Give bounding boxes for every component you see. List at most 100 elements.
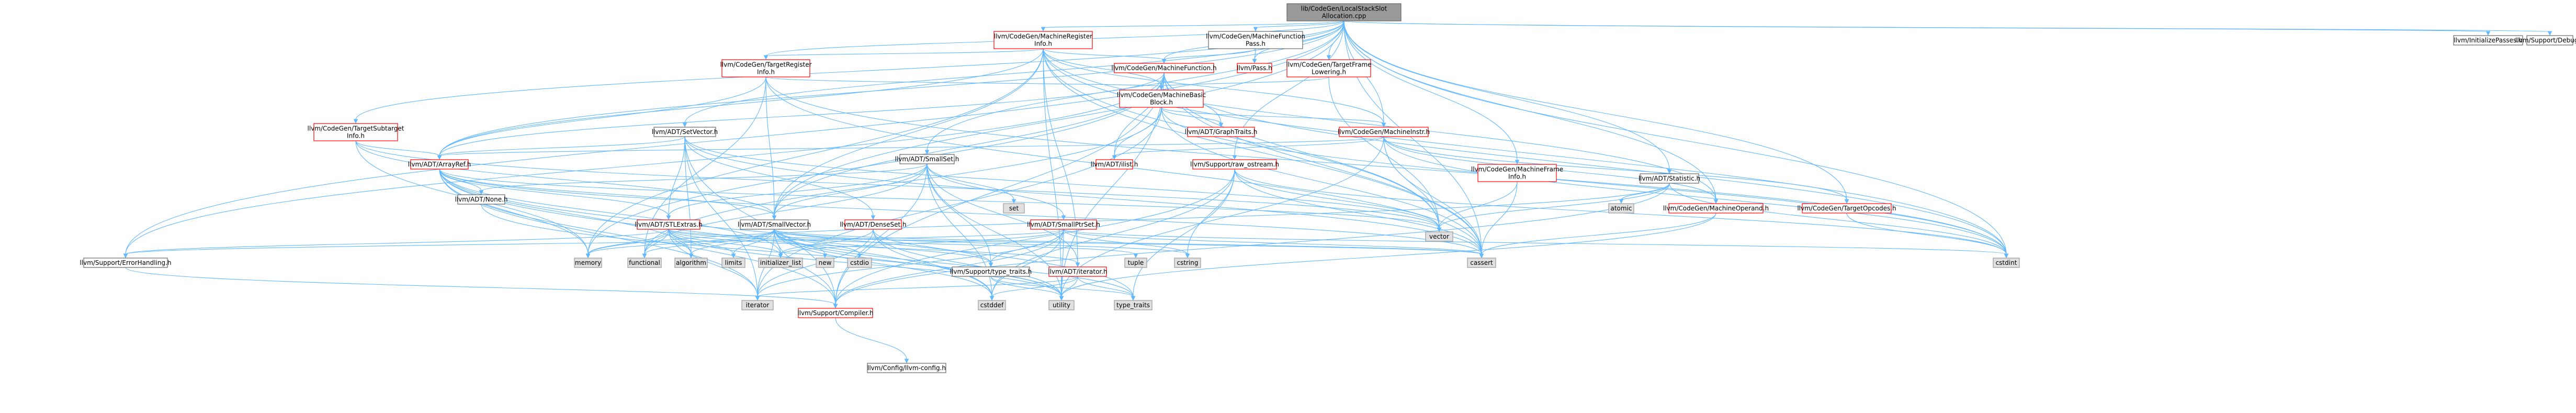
- node-init[interactable]: llvm/InitializePasses.h: [2453, 35, 2523, 46]
- edge-ar-to-vector: [439, 169, 1442, 232]
- node-cstdint: cstdint: [1993, 258, 2020, 268]
- node-sv[interactable]: llvm/ADT/SmallVector.h: [738, 219, 811, 230]
- edge-line: [644, 163, 928, 255]
- edge-line: [644, 229, 669, 255]
- edge-arrowhead: [763, 55, 769, 60]
- edge-line: [774, 229, 860, 255]
- edge-line: [757, 229, 1064, 297]
- node-mi[interactable]: llvm/CodeGen/MachineInstr.h: [1338, 127, 1430, 137]
- node-eh[interactable]: llvm/Support/ErrorHandling.h: [80, 258, 172, 268]
- node-mf[interactable]: llvm/CodeGen/MachineFunction.h: [1111, 63, 1217, 73]
- node-label: llvm/ADT/SmallPtrSet.h: [1027, 221, 1100, 228]
- node-utility: utility: [1048, 300, 1075, 310]
- edge-line: [835, 169, 1235, 305]
- node-box: [313, 123, 398, 141]
- node-label: llvm/ADT/iterator.h: [1048, 268, 1107, 275]
- edge-arrowhead: [123, 253, 128, 259]
- edge-titer-to-typetraits: [1077, 276, 1136, 301]
- edge-tri-to-ar: [437, 76, 766, 160]
- node-stle[interactable]: llvm/ADT/STLExtras.h: [635, 219, 703, 230]
- node-box: [978, 300, 1006, 310]
- node-tt[interactable]: llvm/Support/type_traits.h: [950, 266, 1032, 277]
- node-dbg[interactable]: llvm/Support/Debug.h: [2515, 35, 2576, 46]
- node-label: Info.h: [1034, 40, 1052, 48]
- edge-line: [1161, 107, 1482, 255]
- edge-arrowhead: [1185, 253, 1190, 259]
- node-cstdio: cstdio: [847, 258, 872, 268]
- edge-sv-to-memory: [585, 229, 775, 259]
- node-label: llvm/ADT/SmallVector.h: [738, 221, 811, 228]
- edge-ss-to-none: [479, 163, 928, 195]
- node-ss[interactable]: llvm/ADT/SmallSet.h: [895, 154, 959, 164]
- edge-arrowhead: [2547, 31, 2552, 36]
- edge-line: [1343, 20, 1847, 200]
- node-box: [2453, 35, 2523, 46]
- edge-arrowhead: [1061, 215, 1066, 220]
- edge-line: [668, 229, 781, 255]
- edge-tsi-to-ar: [355, 140, 442, 160]
- node-ilist[interactable]: llvm/ADT/ilist.h: [1091, 159, 1138, 170]
- edge-line: [1439, 181, 1518, 229]
- node-box: [1192, 159, 1277, 170]
- node-ds[interactable]: llvm/ADT/DenseSet.h: [840, 219, 907, 230]
- node-label: tuple: [1128, 259, 1144, 266]
- edge-arrowhead: [642, 253, 647, 259]
- node-setv[interactable]: llvm/ADT/SetVector.h: [652, 127, 718, 137]
- edge-line: [439, 76, 766, 157]
- edge-sv-to-limits: [731, 229, 775, 259]
- node-cstring: cstring: [1174, 258, 1201, 268]
- edge-line: [780, 229, 874, 255]
- edge-eh-to-comp: [125, 267, 838, 309]
- node-ar[interactable]: llvm/ADT/ArrayRef.h: [408, 159, 471, 170]
- node-box: [721, 59, 810, 77]
- edge-arrowhead: [1112, 155, 1117, 160]
- edge-line: [439, 169, 1440, 229]
- edge-arrowhead: [1232, 155, 1237, 160]
- node-gt[interactable]: llvm/ADT/GraphTraits.h: [1185, 127, 1258, 137]
- node-top[interactable]: llvm/CodeGen/TargetOpcodes.h: [1797, 203, 1896, 214]
- edge-arrowhead: [857, 253, 862, 259]
- edge-arrowhead: [755, 296, 760, 301]
- node-mo[interactable]: llvm/CodeGen/MachineOperand.h: [1663, 203, 1769, 214]
- node-comp[interactable]: llvm/Support/Compiler.h: [797, 308, 874, 318]
- edge-arrowhead: [1667, 169, 1672, 174]
- edge-mbb-to-gt: [1161, 107, 1224, 128]
- node-pass[interactable]: llvm/Pass.h: [1237, 63, 1272, 73]
- node-titer[interactable]: llvm/ADT/iterator.h: [1048, 266, 1108, 277]
- node-limits: limits: [721, 258, 745, 268]
- node-stat[interactable]: llvm/ADT/Statistic.h: [1639, 173, 1700, 184]
- edge-sps-to-cstring: [1063, 229, 1190, 259]
- node-box: [758, 258, 803, 268]
- edge-arrowhead: [1131, 296, 1136, 301]
- node-cfg[interactable]: llvm/Config/llvm-config.h: [867, 363, 946, 373]
- node-label: limits: [725, 259, 742, 266]
- node-label: llvm/ADT/SetVector.h: [652, 128, 718, 136]
- node-ros[interactable]: llvm/Support/raw_ostream.h: [1190, 159, 1279, 170]
- edge-arrowhead: [822, 253, 828, 259]
- edge-setv-to-stle: [666, 136, 685, 220]
- edge-sps-to-cstdint: [1063, 229, 2009, 259]
- node-label: llvm/CodeGen/MachineOperand.h: [1663, 205, 1769, 212]
- edge-titer-to-iterator: [755, 276, 1078, 301]
- node-label: llvm/CodeGen/TargetSubtarget: [307, 125, 404, 132]
- node-algorithm: algorithm: [674, 258, 708, 268]
- edge-line: [990, 229, 1064, 264]
- edge-line: [1063, 229, 1188, 255]
- node-sps[interactable]: llvm/ADT/SmallPtrSet.h: [1027, 219, 1100, 230]
- edge-line: [774, 229, 1134, 297]
- edge-line: [1343, 20, 2550, 32]
- edge-line: [873, 229, 992, 297]
- node-label: llvm/ADT/Statistic.h: [1639, 175, 1700, 182]
- edge-mbb-to-cstdint: [1161, 107, 2009, 259]
- node-box: [1124, 258, 1147, 268]
- node-none[interactable]: llvm/ADT/None.h: [455, 194, 508, 205]
- edge-arrowhead: [1713, 199, 1719, 204]
